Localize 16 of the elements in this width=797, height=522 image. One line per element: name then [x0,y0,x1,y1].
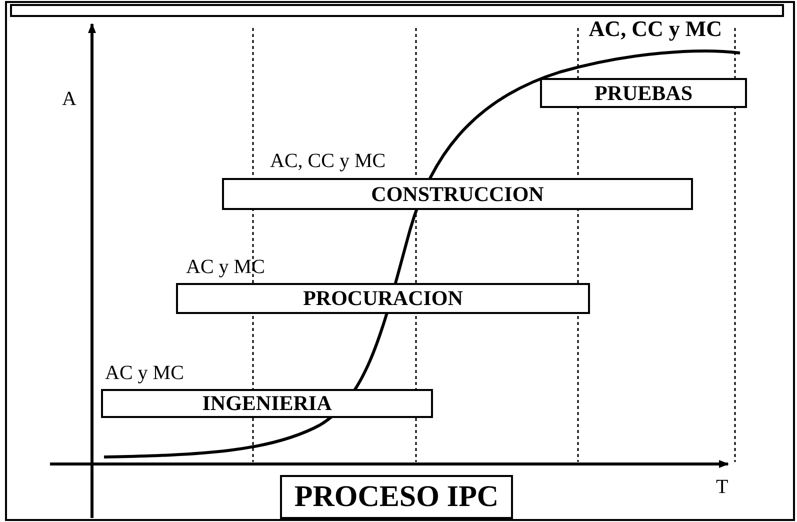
band-label: AC, CC y MC [588,18,722,40]
responsibility-label: AC, CC y MC [270,150,386,172]
phase-bar [540,78,747,108]
title-box [280,475,513,519]
axis-label: T [716,476,728,499]
phase-bar [176,283,590,314]
axis-label: A [62,88,76,111]
phase-bar [101,389,433,418]
phase-label: PRUEBAS [594,80,693,106]
phase-label: CONSTRUCCION [371,182,544,206]
phase-label: PROCESO IPC [294,480,499,514]
phase-label: PROCURACION [303,286,463,311]
responsibility-label: AC y MC [186,256,265,278]
phase-bar [222,178,693,210]
phase-label: INGENIERIA [202,391,332,416]
responsibility-label: AC y MC [105,362,184,384]
